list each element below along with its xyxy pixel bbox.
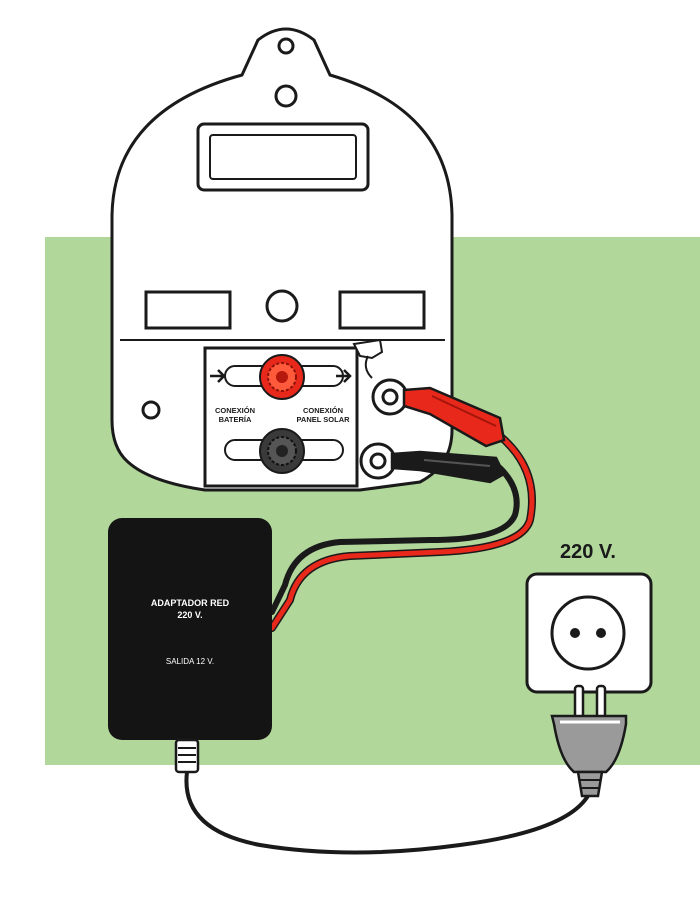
label-solar-line1: CONEXIÓN [303, 406, 343, 415]
display-window-inner [209, 134, 357, 180]
terminal-post-wire [364, 355, 373, 379]
outlet-socket [550, 595, 626, 671]
power-cord [184, 768, 596, 855]
red-clip [371, 378, 506, 448]
arrow-left-icon [210, 369, 226, 383]
adapter-body [108, 518, 272, 740]
adapter-title-line2: 220 V. [177, 610, 202, 620]
terminal-post [352, 338, 384, 360]
red-cable-fill [269, 433, 535, 631]
label-solar-line2: PANEL SOLAR [296, 415, 350, 424]
adapter-output-label: SALIDA 12 V. [166, 657, 214, 666]
plug-strain-relief [576, 770, 604, 798]
black-terminal-knob [259, 428, 305, 474]
adapter-title-line1: ADAPTADOR RED [151, 598, 230, 608]
plug-body [550, 714, 628, 774]
label-battery-line2: BATERÍA [219, 415, 252, 424]
arrow-right-icon [336, 369, 352, 383]
black-cable [269, 465, 520, 615]
plug-pin-left [573, 684, 585, 720]
outlet-hole-right [596, 628, 606, 638]
energizer-device: CONEXIÓN BATERÍA CONEXIÓN PANEL SOLAR [110, 27, 454, 492]
power-adapter: ADAPTADOR RED 220 V. SALIDA 12 V. [108, 518, 272, 774]
center-button [265, 289, 299, 323]
indicator-right [338, 290, 426, 330]
label-battery-line1: CONEXIÓN [215, 406, 255, 415]
power-plug [550, 684, 628, 798]
side-hole [141, 400, 161, 420]
plug-pin-right [595, 684, 607, 720]
red-terminal-knob [259, 354, 305, 400]
mounting-hole-upper [274, 84, 298, 108]
outlet-voltage-label: 220 V. [560, 541, 616, 563]
indicator-left [144, 290, 232, 330]
mounting-hole-top [277, 37, 295, 55]
outlet-hole-left [570, 628, 580, 638]
wall-outlet: 220 V. [525, 541, 653, 694]
black-clip [359, 442, 506, 484]
